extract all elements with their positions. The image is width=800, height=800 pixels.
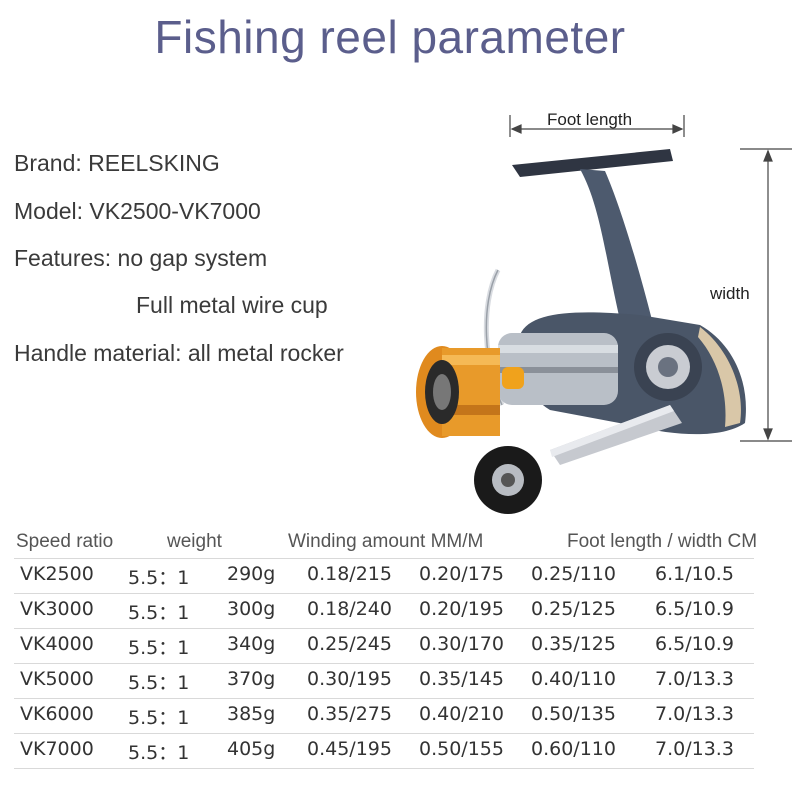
cell-model: VK3000	[20, 598, 94, 620]
cell-ratio: 5.5：1	[128, 707, 190, 729]
reel-foot	[512, 149, 673, 177]
width-label: width	[710, 284, 750, 303]
cell-weight: 370g	[227, 668, 276, 690]
cell-winding-3: 0.40/110	[531, 668, 616, 690]
cell-winding-2: 0.35/145	[419, 668, 504, 690]
foot-length-dimension	[509, 115, 685, 137]
cell-ratio: 5.5：1	[128, 602, 190, 624]
table-row: VK3000 5.5：1 300g 0.18/240 0.20/195 0.25…	[14, 593, 754, 628]
cell-ratio: 5.5：1	[128, 672, 190, 694]
spec-handle-material: Handle material: all metal rocker	[14, 340, 344, 366]
header-speed-ratio: Speed ratio	[16, 531, 114, 552]
header-foot-width: Foot length / width CM	[567, 531, 758, 552]
cell-winding-1: 0.35/275	[307, 703, 392, 725]
table-row: VK7000 5.5：1 405g 0.45/195 0.50/155 0.60…	[14, 733, 754, 769]
cell-foot-width: 7.0/13.3	[655, 668, 734, 690]
cell-weight: 385g	[227, 703, 276, 725]
cell-model: VK7000	[20, 738, 94, 760]
cell-winding-3: 0.25/125	[531, 598, 616, 620]
spec-features: Features: no gap system	[14, 245, 268, 271]
spec-model: Model: VK2500-VK7000	[14, 198, 261, 224]
cell-model: VK2500	[20, 563, 94, 585]
cell-ratio: 5.5：1	[128, 742, 190, 764]
cell-model: VK5000	[20, 668, 94, 690]
header-winding-amount: Winding amount MM/M	[288, 531, 484, 552]
spec-brand: Brand: REELSKING	[14, 150, 220, 176]
cell-winding-1: 0.30/195	[307, 668, 392, 690]
cell-foot-width: 7.0/13.3	[655, 703, 734, 725]
cell-winding-3: 0.50/135	[531, 703, 616, 725]
table-row: VK6000 5.5：1 385g 0.35/275 0.40/210 0.50…	[14, 698, 754, 733]
cell-model: VK6000	[20, 703, 94, 725]
spec-features-extra: Full metal wire cup	[136, 292, 328, 318]
table-row: VK4000 5.5：1 340g 0.25/245 0.30/170 0.35…	[14, 628, 754, 663]
cell-foot-width: 6.5/10.9	[655, 598, 734, 620]
cell-winding-2: 0.20/175	[419, 563, 504, 585]
table-header: Speed ratio weight Winding amount MM/M F…	[14, 528, 784, 558]
cell-winding-3: 0.60/110	[531, 738, 616, 760]
cell-winding-1: 0.18/215	[307, 563, 392, 585]
cell-winding-2: 0.50/155	[419, 738, 504, 760]
cell-weight: 405g	[227, 738, 276, 760]
reel-image	[400, 105, 800, 530]
cell-winding-1: 0.25/245	[307, 633, 392, 655]
cell-winding-1: 0.18/240	[307, 598, 392, 620]
header-weight: weight	[167, 531, 222, 552]
cell-winding-2: 0.30/170	[419, 633, 504, 655]
table-row: VK5000 5.5：1 370g 0.30/195 0.35/145 0.40…	[14, 663, 754, 698]
cell-foot-width: 7.0/13.3	[655, 738, 734, 760]
cell-winding-3: 0.25/110	[531, 563, 616, 585]
cell-ratio: 5.5：1	[128, 567, 190, 589]
cell-weight: 290g	[227, 563, 276, 585]
page-title: Fishing reel parameter	[154, 11, 626, 63]
reel-stem	[580, 169, 652, 320]
table-row: VK2500 5.5：1 290g 0.18/215 0.20/175 0.25…	[14, 558, 754, 593]
cell-foot-width: 6.5/10.9	[655, 633, 734, 655]
width-dimension	[740, 148, 792, 442]
cell-winding-2: 0.40/210	[419, 703, 504, 725]
cell-winding-2: 0.20/195	[419, 598, 504, 620]
cell-weight: 300g	[227, 598, 276, 620]
cell-foot-width: 6.1/10.5	[655, 563, 734, 585]
cell-weight: 340g	[227, 633, 276, 655]
cell-winding-1: 0.45/195	[307, 738, 392, 760]
cell-model: VK4000	[20, 633, 94, 655]
foot-length-label: Foot length	[547, 110, 633, 129]
cell-ratio: 5.5：1	[128, 637, 190, 659]
cell-winding-3: 0.35/125	[531, 633, 616, 655]
spec-table: Speed ratio weight Winding amount MM/M F…	[14, 528, 784, 769]
